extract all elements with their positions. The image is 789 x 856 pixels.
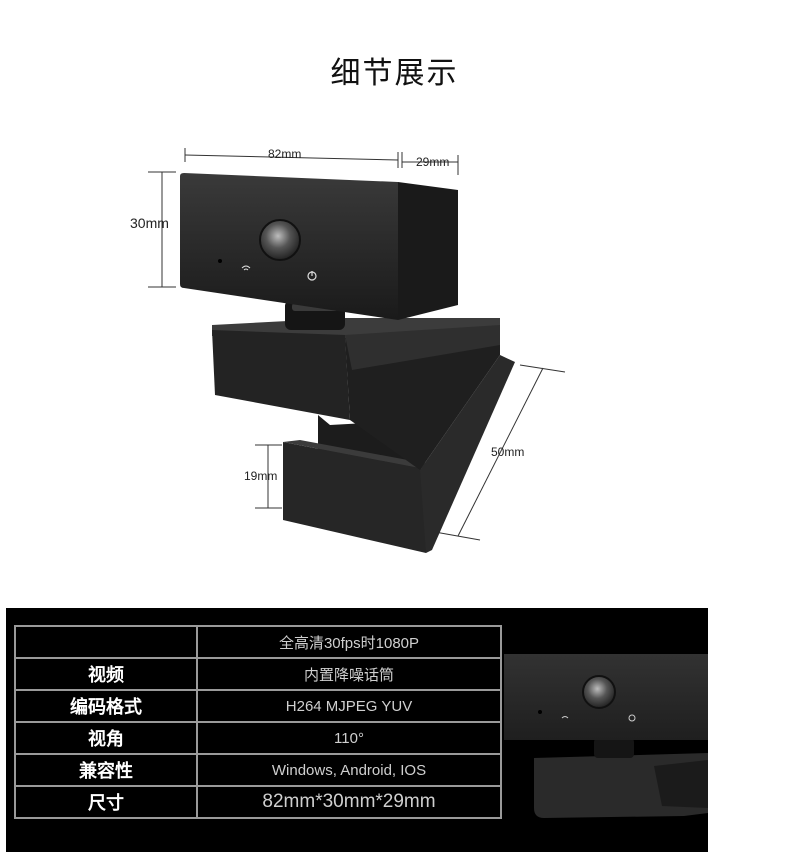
webcam-clip <box>212 318 515 553</box>
webcam-thumbnail <box>504 654 708 818</box>
spec-key <box>14 625 198 659</box>
clip-length-dimension-label: 50mm <box>491 445 524 459</box>
table-row: 尺寸 82mm*30mm*29mm <box>14 785 502 819</box>
spec-key: 视频 <box>14 657 198 691</box>
spec-value: 内置降噪话筒 <box>196 657 502 691</box>
spec-value: 全高清30fps时1080P <box>196 625 502 659</box>
mic-hole-icon <box>218 259 222 263</box>
spec-key: 编码格式 <box>14 689 198 723</box>
table-row: 视频 内置降噪话筒 <box>14 657 502 691</box>
wifi-indicator-icon <box>561 716 569 719</box>
table-row: 全高清30fps时1080P <box>14 625 502 659</box>
spec-value: 82mm*30mm*29mm <box>196 785 502 819</box>
width-dimension-label: 82mm <box>268 147 301 161</box>
depth-dimension-label: 29mm <box>416 155 449 169</box>
lens-icon <box>582 675 616 709</box>
spec-value: H264 MJPEG YUV <box>196 689 502 723</box>
table-row: 兼容性 Windows, Android, IOS <box>14 753 502 787</box>
page-title: 细节展示 <box>330 56 459 91</box>
table-row: 编码格式 H264 MJPEG YUV <box>14 689 502 723</box>
spec-key: 视角 <box>14 721 198 755</box>
height-dimension-label: 30mm <box>130 215 169 231</box>
lens-icon <box>259 219 301 261</box>
spec-value: Windows, Android, IOS <box>196 753 502 787</box>
clip-height-dimension-label: 19mm <box>244 469 277 483</box>
spec-value: 110° <box>196 721 502 755</box>
spec-panel: 全高清30fps时1080P 视频 内置降噪话筒 编码格式 H264 MJPEG… <box>6 608 708 852</box>
spec-key: 尺寸 <box>14 785 198 819</box>
wifi-indicator-icon <box>241 265 251 271</box>
spec-table: 全高清30fps时1080P 视频 内置降噪话筒 编码格式 H264 MJPEG… <box>14 625 502 819</box>
table-row: 视角 110° <box>14 721 502 755</box>
mic-hole-icon <box>538 710 542 714</box>
power-icon <box>628 714 636 722</box>
spec-key: 兼容性 <box>14 753 198 787</box>
webcam-dimension-diagram: 82mm 29mm 30mm 19mm 50mm <box>130 147 566 553</box>
webcam-head <box>180 173 458 320</box>
